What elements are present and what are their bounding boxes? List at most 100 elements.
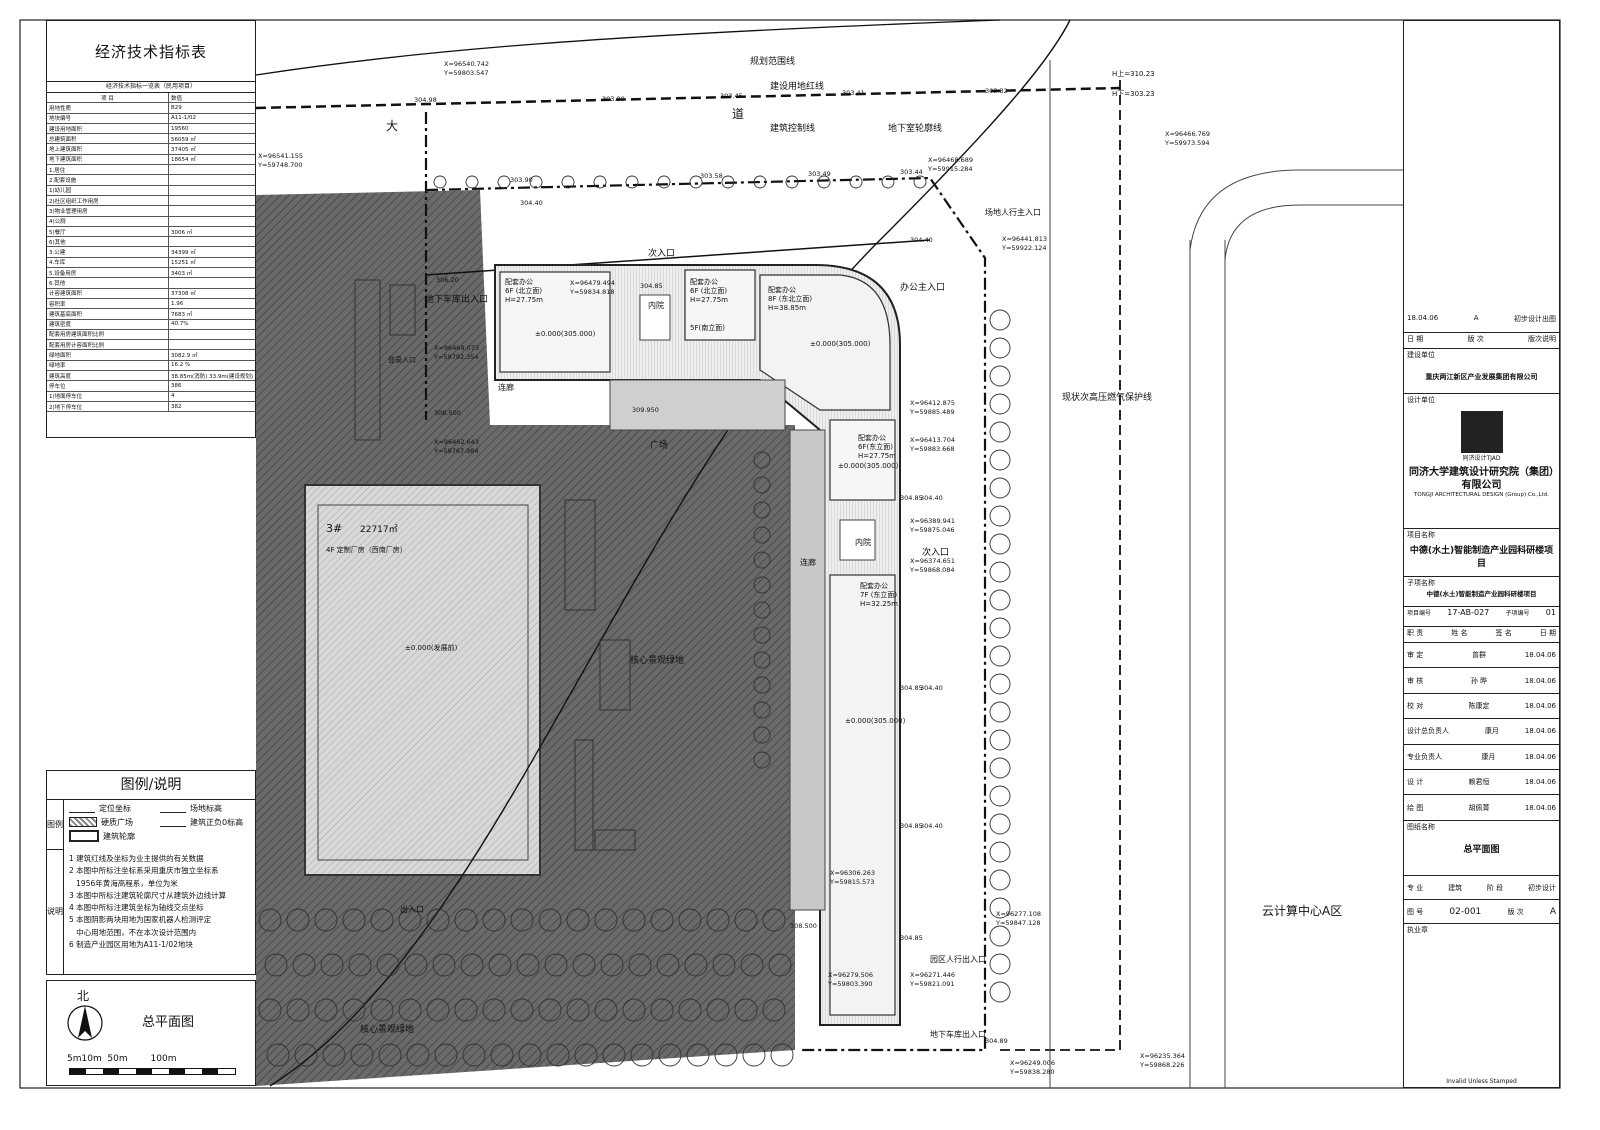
tree-icon (490, 1043, 514, 1067)
sub-no-heading: 子项编号 (1505, 610, 1530, 617)
coordinate-label: Y=59838.280 (1009, 1068, 1055, 1076)
coordinate-label: X=96462.643 (434, 438, 479, 446)
elevation-label: 304.85 (640, 282, 663, 290)
tree-icon (404, 953, 428, 977)
label-planning-boundary: 规划范围线 (750, 55, 795, 67)
tree-icon (989, 953, 1011, 975)
label-red-line: 建设用地红线 (770, 80, 824, 92)
elevation-label: 303.41 (842, 89, 865, 97)
econ-value (168, 164, 255, 176)
tree-icon (398, 908, 422, 932)
econ-value: B29 (168, 102, 255, 114)
econ-row: 3)物业管理用房 (47, 205, 255, 217)
tree-icon (989, 421, 1011, 443)
core-landscape-block (304, 484, 541, 876)
elevation-label: 303.44 (900, 168, 923, 176)
bldg-e-zero: ±0.000(305.000) (845, 717, 906, 725)
econ-value (168, 329, 255, 341)
tree-icon (753, 175, 767, 189)
staff-col-heading: 签 名 (1495, 629, 1512, 637)
econ-item: 4.车库 (47, 257, 169, 269)
label-core-green-2: 核心景观绿地 (360, 1023, 414, 1035)
elevation-label: 304.85 (900, 934, 923, 942)
coordinate-label: X=96235.364 (1140, 1052, 1185, 1060)
sheet-title-heading: 图纸名称 (1407, 823, 1435, 831)
rev: A (1549, 906, 1556, 917)
label-garage-entrance-2: 地下车库出入口 (930, 1029, 986, 1039)
elevation-label: 304.40 (520, 199, 543, 207)
tree-icon (989, 673, 1011, 695)
econ-value: 386 (168, 380, 255, 392)
econ-value: 56059 ㎡ (168, 133, 255, 145)
legend-items: 定位坐标场地标高硬质广场建筑正负0标高建筑轮廓 (69, 801, 251, 843)
econ-item: 建设用地面积 (47, 123, 169, 135)
tree-icon (628, 953, 652, 977)
coordinate-label: X=96412.875 (910, 399, 955, 407)
plan-title: 总平面图 (142, 1015, 195, 1030)
sheet-no-heading: 图 号 (1407, 907, 1424, 916)
tree-icon (406, 1043, 430, 1067)
legend-note: 5 本图阴影两块用地为国家机器人检测评定 (69, 915, 212, 925)
coordinate-label: X=96249.006 (1010, 1059, 1055, 1067)
project-name: 中德(水土)智能制造产业园科研楼项目 (1409, 546, 1554, 569)
client-heading: 建设单位 (1407, 351, 1435, 359)
tree-icon (989, 729, 1011, 751)
coordinate-label: Y=59973.594 (1164, 139, 1210, 147)
bldg-c-floors: 8F (东北立面) (768, 294, 812, 303)
sheet-no: 02-001 (1449, 906, 1482, 917)
staff-role: 专业负责人 (1407, 752, 1442, 761)
coordinate-label: Y=59847.128 (995, 919, 1041, 927)
label-secondary-entrance-1: 次入口 (648, 247, 675, 259)
legend-item: 硬质广场 (69, 815, 160, 829)
elevation-label: 304.89 (985, 1037, 1008, 1045)
elevation-label: 304.40 (920, 822, 943, 830)
label-park-pedestrian-entrance: 园区人行出入口 (930, 954, 986, 964)
bldg-c-height: H=38.85m (768, 304, 806, 312)
subproject-name: 中德(水土)智能制造产业园科研楼项目 (1426, 590, 1537, 598)
label-courtyard-1: 内院 (648, 300, 664, 310)
bldg-c-name: 配套办公 (768, 285, 796, 294)
elevation-label: 304.40 (910, 236, 933, 244)
tree-icon (770, 1043, 794, 1067)
planning-boundary-line (255, 86, 1121, 110)
label-h-top: H上=310.23 (1112, 69, 1155, 78)
staff-date: 18.04.06 (1524, 727, 1556, 736)
econ-subtitle: 经济技术指标一览表（民用项目） (47, 82, 255, 93)
econ-item: 3.公建 (47, 246, 169, 258)
institute-name: 同济大学建筑设计研究院（集团）有限公司 (1409, 467, 1554, 491)
tree-icon (398, 998, 422, 1022)
tree-icon (538, 908, 562, 932)
elevation-label: 304.85 (900, 684, 923, 692)
legend-side-label: 图例 (47, 799, 64, 850)
tree-icon (258, 908, 282, 932)
label-garage-entrance-1: 地下车库出入口 (425, 293, 488, 305)
tree-icon (510, 908, 534, 932)
econ-value: 18654 ㎡ (168, 154, 255, 166)
legend-item: 定位坐标 (69, 801, 160, 815)
coordinate-label: Y=59885.489 (909, 408, 955, 416)
tree-icon (989, 813, 1011, 835)
bldg-b-name: 配套办公 (690, 277, 718, 286)
stage-heading: 阶 段 (1486, 883, 1504, 892)
legend-symbol-icon (160, 804, 186, 813)
tree-icon (625, 175, 639, 189)
label-gas-line: 现状次高压燃气保护线 (1062, 391, 1152, 403)
econ-col-item: 项 目 (47, 93, 169, 104)
legend-item-label: 硬质广场 (101, 817, 133, 827)
econ-item: 2)社区组织工作用房 (47, 195, 169, 207)
elevation-label: 309.950 (632, 406, 659, 414)
elevation-label: 303.45 (720, 92, 743, 100)
econ-item: 2)地下停车位 (47, 401, 169, 413)
staff-date: 18.04.06 (1524, 803, 1556, 812)
econ-row: 6.其他 (47, 277, 255, 289)
tree-icon (753, 551, 771, 569)
staff-name: 赖君恒 (1468, 778, 1490, 787)
coordinate-label: X=96540.742 (444, 60, 489, 68)
label-login-entrance: 登录入口 (388, 355, 416, 364)
econ-item: 配套用房计容面积比例 (47, 339, 169, 351)
